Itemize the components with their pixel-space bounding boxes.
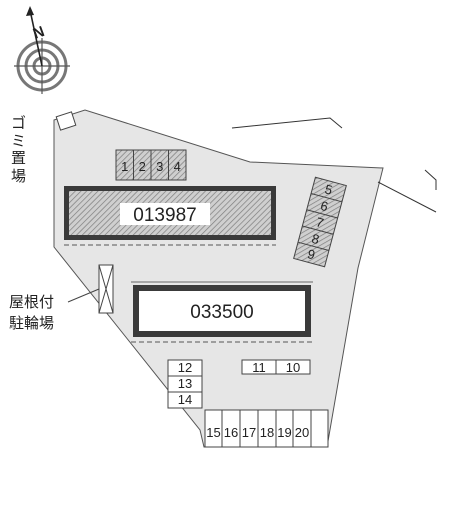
parking-space-label: 4 <box>174 159 181 174</box>
parking-space-label: 19 <box>277 425 291 440</box>
parking-space-label: 1 <box>121 159 128 174</box>
parking-bottom-row: 15 16 17 18 19 20 <box>204 409 329 448</box>
parking-space-label: 16 <box>224 425 238 440</box>
trash-area-box <box>55 111 77 131</box>
parking-left-stack: 12 13 14 <box>167 359 203 409</box>
parking-space-label: 6 <box>319 198 330 214</box>
parking-space-label: 17 <box>242 425 256 440</box>
building-label: 033500 <box>190 302 253 323</box>
parking-space-label: 20 <box>295 425 309 440</box>
trash-label-char: 置 <box>11 150 26 167</box>
bicycle-label-line: 駐輪場 <box>9 315 54 332</box>
trash-label-char: 場 <box>11 168 26 185</box>
compass-north-label: N <box>31 23 47 43</box>
parking-space-label: 9 <box>306 246 317 262</box>
parking-space-label: 18 <box>260 425 274 440</box>
trash-label-char: ゴ <box>11 114 26 132</box>
road-line <box>377 181 437 213</box>
compass-icon: N <box>14 6 70 94</box>
bicycle-shelter <box>67 264 114 314</box>
parking-middle-row: 11 10 <box>241 359 311 375</box>
parking-space-label: 3 <box>156 159 163 174</box>
building-013987: 013987 <box>64 186 276 246</box>
road-line <box>231 117 343 129</box>
parking-space-label: 15 <box>206 425 220 440</box>
parking-space-label: 2 <box>139 159 146 174</box>
parking-top-row: 1 2 3 4 <box>115 149 187 181</box>
parking-space-label: 5 <box>323 181 334 197</box>
trash-area-label: ゴ ミ 置 場 <box>11 114 26 185</box>
parking-space-label: 12 <box>178 360 192 375</box>
road-line <box>424 169 437 190</box>
parking-space-label: 8 <box>310 231 321 247</box>
building-033500: 033500 <box>131 281 313 343</box>
parking-space-label: 11 <box>252 360 266 375</box>
parking-space-label: 10 <box>286 360 300 375</box>
parking-space-label: 13 <box>178 376 192 391</box>
parking-space-label: 7 <box>314 214 325 230</box>
bicycle-label-line: 屋根付 <box>9 294 54 311</box>
parking-space-label: 14 <box>178 392 192 407</box>
building-label: 013987 <box>133 205 196 226</box>
parking-diagonal: 5 6 7 8 9 <box>293 176 347 268</box>
trash-label-char: ミ <box>11 133 26 150</box>
